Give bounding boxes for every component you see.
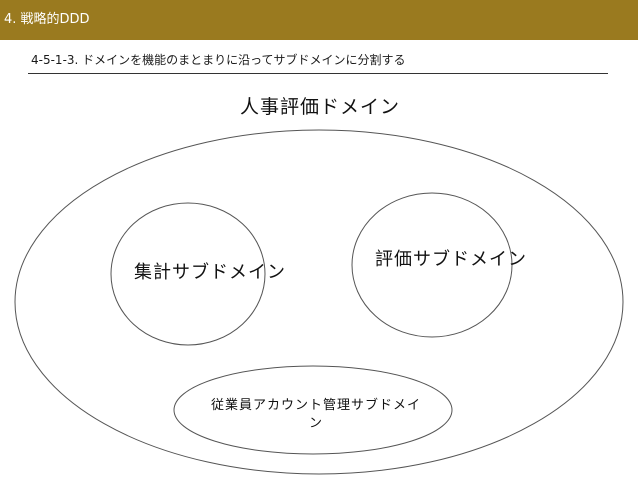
employee-account-subdomain-label: 従業員アカウント管理サブドメイン [210, 398, 421, 431]
header-title: 4. 戦略的DDD [4, 12, 90, 27]
subtitle-divider [28, 73, 608, 74]
aggregation-subdomain-label: 集計サブドメイン [134, 262, 286, 283]
employee-account-subdomain-ellipse [173, 365, 453, 455]
header-bar: 4. 戦略的DDD [0, 0, 638, 40]
evaluation-subdomain-label: 評価サブドメイン [375, 249, 527, 270]
domain-title: 人事評価ドメイン [239, 96, 400, 118]
evaluation-subdomain-circle [351, 192, 513, 338]
domain-boundary-ellipse [14, 129, 624, 475]
aggregation-subdomain-circle [110, 202, 266, 346]
section-subtitle: 4-5-1-3. ドメインを機能のまとまりに沿ってサブドメインに分割する [31, 53, 406, 67]
